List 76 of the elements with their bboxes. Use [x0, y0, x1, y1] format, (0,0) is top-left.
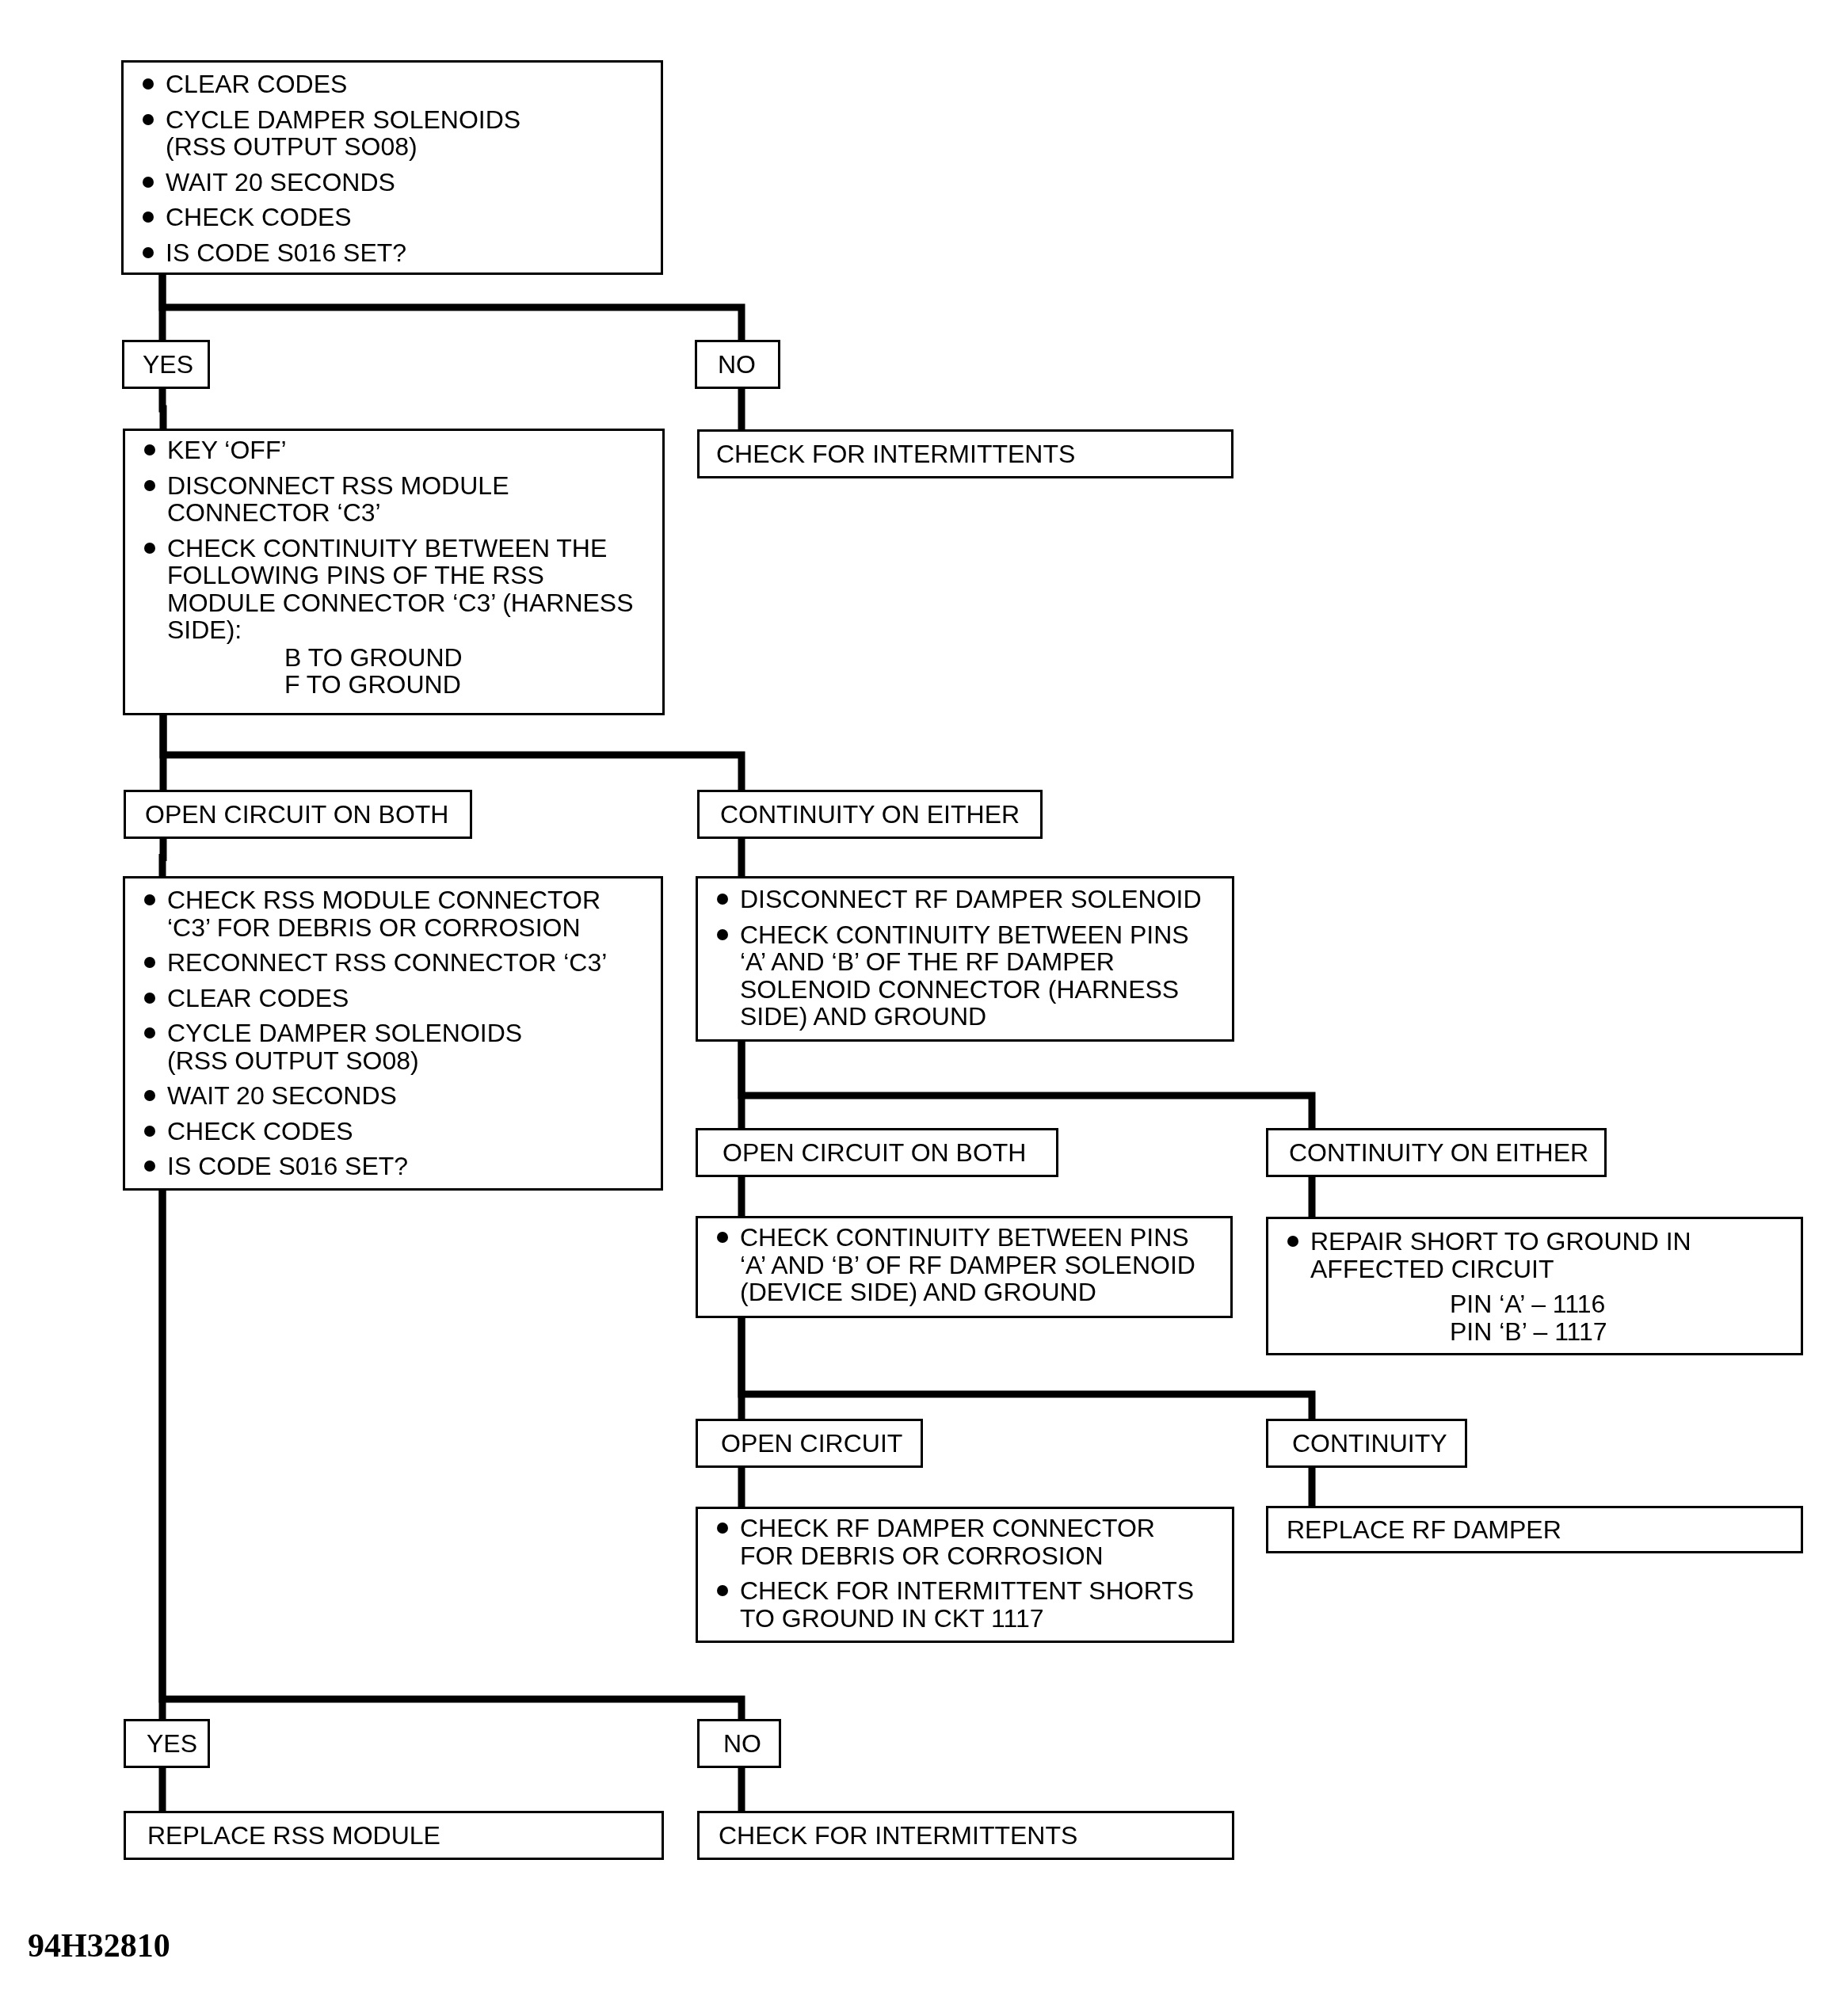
step-text: REPAIR SHORT TO GROUND IN AFFECTED CIRCUIT	[1310, 1228, 1692, 1282]
connector-line	[159, 715, 745, 790]
step-text: IS CODE S016 SET?	[166, 238, 408, 266]
outcome-text: YES	[143, 350, 194, 379]
step-text: CYCLE DAMPER SOLENOIDS (RSS OUTPUT SO08)	[167, 1019, 524, 1074]
pin-text: B TO GROUND	[284, 643, 463, 671]
connector-line	[1308, 1468, 1316, 1506]
outcome-text: YES	[147, 1729, 198, 1758]
connector-line	[738, 1768, 745, 1811]
action-box	[697, 429, 1233, 478]
step-text: CYCLE DAMPER SOLENOIDS (RSS OUTPUT SO08)	[166, 105, 522, 161]
connector-line	[738, 839, 745, 876]
outcome-box	[697, 1719, 781, 1768]
outcome-text: NO	[718, 350, 756, 379]
outcome-box	[695, 340, 780, 389]
outcome-text: CONTINUITY	[1292, 1429, 1447, 1458]
outcome-box	[124, 1719, 210, 1768]
step-text: CHECK CODES	[166, 204, 353, 231]
pin-text: PIN ‘B’ – 1117	[1450, 1317, 1608, 1345]
pin-text: F TO GROUND	[284, 671, 462, 699]
connector-line	[738, 1468, 745, 1507]
procedure-box	[696, 1507, 1234, 1643]
step-text: KEY ‘OFF’	[167, 436, 288, 464]
step-text: CHECK CONTINUITY BETWEEN PINS ‘A’ AND ‘B’ OF RF DAMPER SOLENOID (DEVICE SIDE) AND GROUND	[740, 1224, 1196, 1306]
connector-line	[738, 1177, 745, 1216]
connector-line	[738, 1318, 1316, 1419]
connector-line	[158, 1768, 166, 1811]
procedure-box	[121, 60, 663, 275]
step-text: CHECK RSS MODULE CONNECTOR ‘C3’ FOR DEBRIS OR CORROSION	[167, 886, 602, 941]
procedure-box	[123, 876, 663, 1191]
step-text: CLEAR CODES	[166, 71, 349, 98]
step-text: CHECK CONTINUITY BETWEEN THE FOLLOWING PINS OF THE RSS MODULE CONNECTOR ‘C3’ (HARNESS SIDE):	[167, 534, 635, 644]
action-box	[124, 1811, 664, 1860]
connector-line	[158, 839, 167, 876]
step-text: DISCONNECT RF DAMPER SOLENOID	[740, 886, 1203, 913]
step-text: WAIT 20 SECONDS	[166, 168, 396, 196]
procedure-box	[696, 1216, 1233, 1318]
outcome-text: OPEN CIRCUIT ON BOTH	[145, 800, 449, 829]
connector-line	[1308, 1177, 1316, 1217]
connector-line	[738, 389, 745, 429]
step-text: DISCONNECT RSS MODULE CONNECTOR ‘C3’	[167, 471, 510, 527]
figure-number: 94H32810	[28, 1929, 170, 1962]
outcome-text: NO	[723, 1729, 761, 1758]
outcome-box	[697, 790, 1043, 839]
action-text: REPLACE RSS MODULE	[147, 1821, 440, 1850]
action-box	[1266, 1506, 1803, 1553]
step-text: CHECK CODES	[167, 1117, 354, 1145]
connector-line	[158, 389, 167, 429]
connector-line	[158, 275, 745, 340]
pin-text: PIN ‘A’ – 1116	[1450, 1290, 1607, 1318]
action-text: REPLACE RF DAMPER	[1287, 1515, 1561, 1544]
step-text: CHECK RF DAMPER CONNECTOR FOR DEBRIS OR CORROSION	[740, 1515, 1156, 1569]
outcome-text: CONTINUITY ON EITHER	[720, 800, 1020, 829]
action-box	[697, 1811, 1234, 1860]
outcome-box	[124, 790, 472, 839]
step-text: WAIT 20 SECONDS	[167, 1082, 398, 1110]
procedure-box	[696, 876, 1234, 1042]
action-text: CHECK FOR INTERMITTENTS	[719, 1821, 1078, 1850]
outcome-text: OPEN CIRCUIT	[721, 1429, 903, 1458]
connector-line	[738, 1042, 1316, 1128]
outcome-box	[696, 1128, 1058, 1177]
step-text: IS CODE S016 SET?	[167, 1153, 410, 1180]
outcome-box	[122, 340, 210, 389]
procedure-box	[123, 429, 665, 715]
outcome-box	[696, 1419, 923, 1468]
procedure-box	[1266, 1217, 1803, 1355]
outcome-box	[1266, 1128, 1607, 1177]
step-text: RECONNECT RSS CONNECTOR ‘C3’	[167, 949, 608, 977]
step-text: CHECK FOR INTERMITTENT SHORTS TO GROUND IN CKT 1117	[740, 1577, 1195, 1632]
action-text: CHECK FOR INTERMITTENTS	[716, 440, 1076, 468]
step-text: CLEAR CODES	[167, 984, 350, 1012]
connector-line	[158, 1191, 745, 1719]
outcome-box	[1266, 1419, 1467, 1468]
outcome-text: OPEN CIRCUIT ON BOTH	[723, 1138, 1027, 1167]
outcome-text: CONTINUITY ON EITHER	[1289, 1138, 1589, 1167]
step-text: CHECK CONTINUITY BETWEEN PINS ‘A’ AND ‘B’ OF THE RF DAMPER SOLENOID CONNECTOR (HARNESS SIDE) AND GROUND	[740, 920, 1190, 1031]
